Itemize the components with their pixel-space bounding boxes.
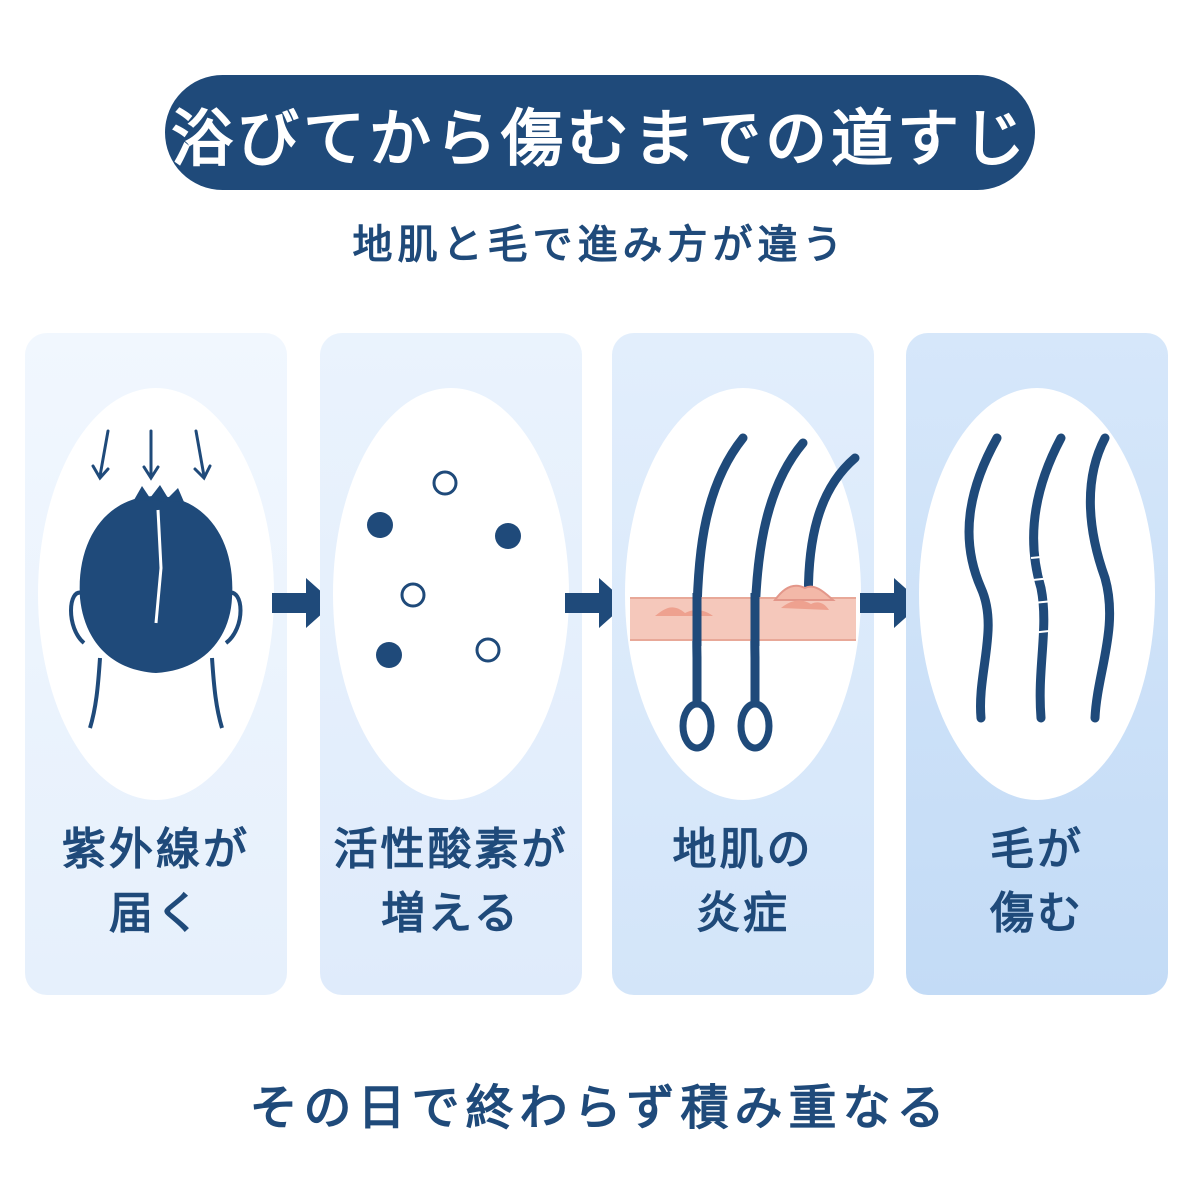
right-arrow-icon xyxy=(272,578,334,628)
step-label: 紫外線が 届く xyxy=(62,824,250,939)
step-card-hair-damage: 毛が 傷む xyxy=(906,333,1168,995)
page-subtitle: 地肌と毛で進み方が違う xyxy=(352,222,848,268)
title-banner: 浴びてから傷むまでの道すじ xyxy=(165,75,1035,190)
step-illustration-frame xyxy=(38,388,274,800)
page-title: 浴びてから傷むまでの道すじ xyxy=(170,101,1029,175)
step-illustration-frame xyxy=(919,388,1155,800)
scalp-inflammation-icon xyxy=(630,433,860,752)
footer-caption: その日で終わらず積み重なる xyxy=(249,1080,951,1136)
step-card-uv: 紫外線が 届く xyxy=(25,333,287,995)
step-label: 地肌の 炎症 xyxy=(672,824,814,939)
right-arrow-icon xyxy=(565,578,627,628)
step-label: 活性酸素が 増える xyxy=(333,824,569,939)
step-card-scalp-inflammation: 地肌の 炎症 xyxy=(612,333,874,995)
step-illustration-frame xyxy=(625,388,861,800)
damaged-hair-icon xyxy=(964,433,1115,723)
head-with-uv-arrows-icon xyxy=(69,429,243,729)
free-radical-dots-icon xyxy=(367,470,521,668)
step-card-free-radicals: 活性酸素が 増える xyxy=(320,333,582,995)
step-label: 毛が 傷む xyxy=(990,824,1084,939)
step-illustration-frame xyxy=(333,388,569,800)
